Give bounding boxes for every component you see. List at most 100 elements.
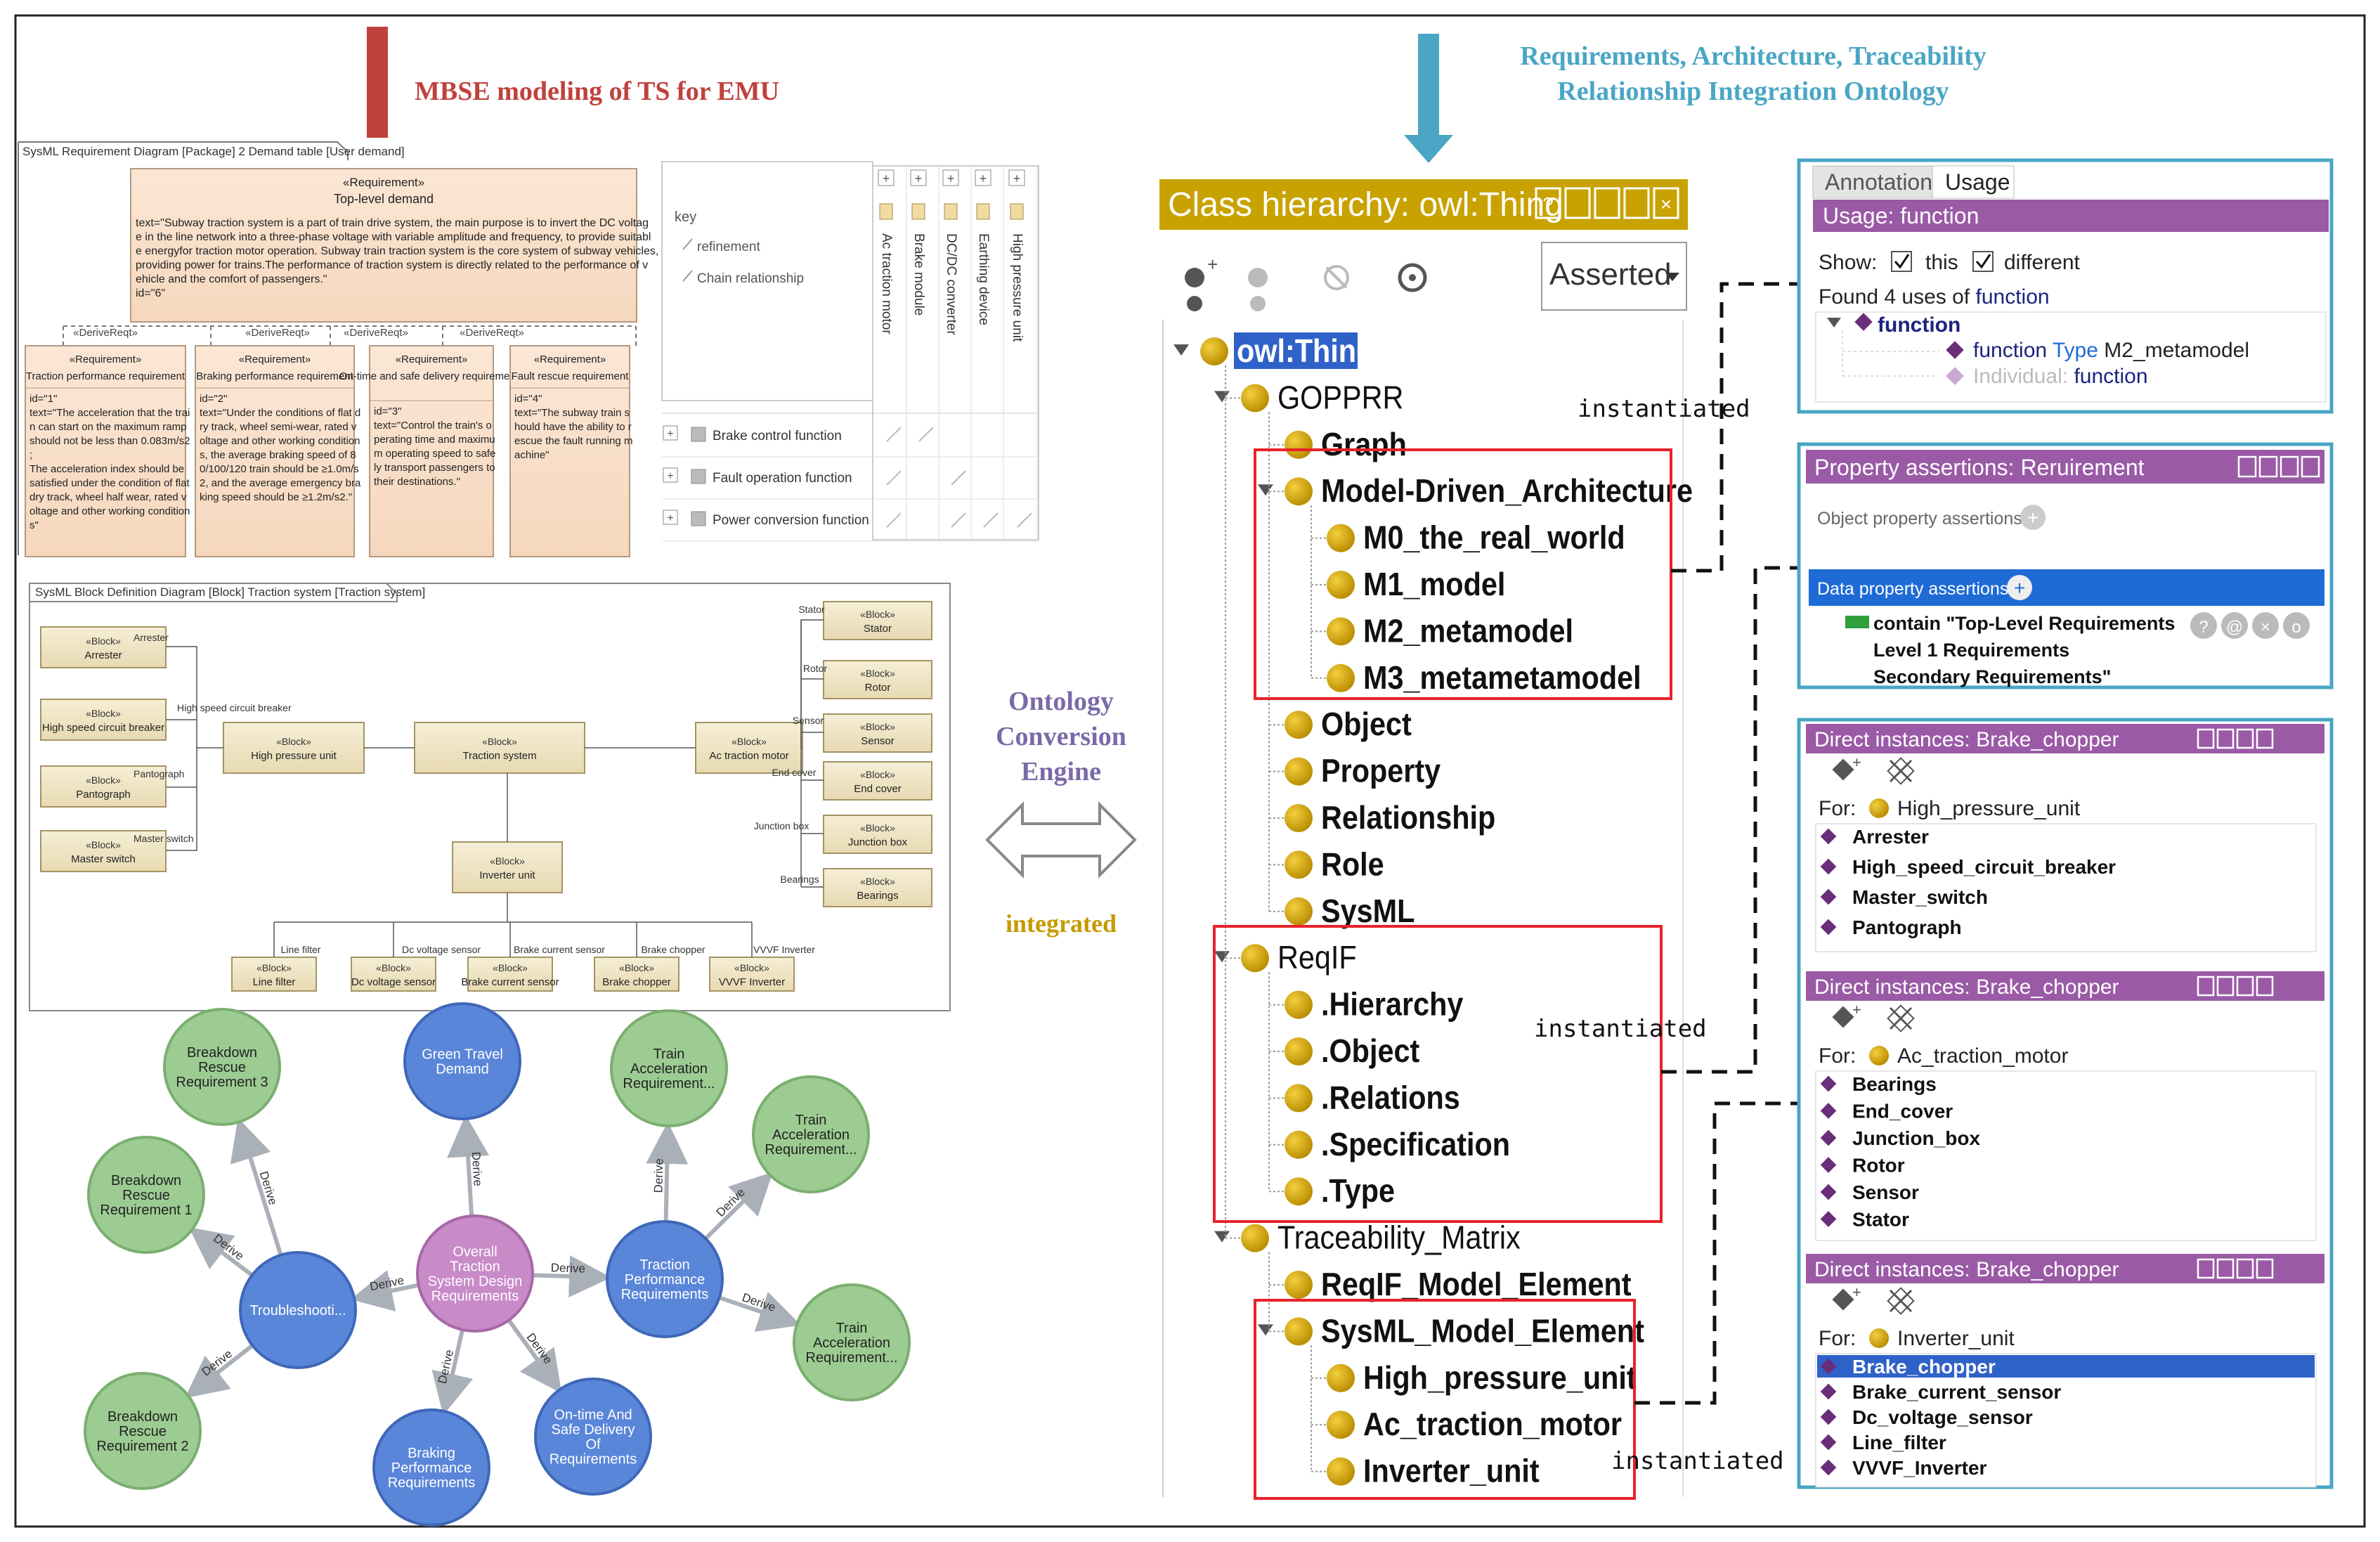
assertion-action-icons[interactable]: ? @ × o [2190,612,2310,639]
bdd-role-label: Stator [798,604,825,615]
derive-edge [230,1117,283,1256]
tree-node[interactable]: Traceability_Matrix [1214,1220,1521,1257]
svg-text:+: + [2027,507,2038,529]
tree-node[interactable]: Relationship [1269,800,1495,836]
graph-node-label: Breakdown [111,1173,181,1188]
instance-item[interactable]: Pantograph [1852,916,1962,938]
svg-text:+: + [980,171,987,186]
top-req-text-line: ehicle and the comfort of passengers." [136,273,327,285]
tree-node[interactable]: owl:Thing [1173,332,1374,370]
expand-arrow-icon[interactable] [1173,344,1189,356]
instance-item[interactable]: Dc_voltage_sensor [1852,1406,2033,1428]
matrix-column: +Earthing device [975,166,1004,540]
panel-window-buttons[interactable]: ? × [1535,187,1679,219]
instance-item[interactable]: High_speed_circuit_breaker [1852,856,2116,878]
tree-node[interactable]: Model-Driven_Architecture [1258,473,1693,510]
instance-item[interactable]: Brake_chopper [1852,1356,1996,1378]
instance-item[interactable]: Sensor [1852,1181,1919,1203]
instance-item[interactable]: Line_filter [1852,1432,1946,1453]
tree-node[interactable]: M1_model [1311,566,1505,603]
matrix-col-label: Ac traction motor [879,233,894,335]
add-data-property-icon[interactable] [2007,575,2032,600]
graph-node-label: Safe Delivery [552,1423,635,1438]
class-circle-icon [1327,1411,1355,1439]
class-circle-icon [1285,1037,1313,1065]
tree-node[interactable]: Property [1269,753,1441,790]
expand-arrow-icon[interactable] [1214,951,1230,963]
add-individual-icon[interactable] [1832,758,1854,781]
tab-annotations[interactable] [1812,165,1933,199]
tree-node[interactable]: SysML [1269,893,1415,930]
tree-node[interactable]: M3_metametamodel [1311,660,1641,697]
add-subclass-icon[interactable]: + [1185,254,1218,311]
data-property-icon [1845,616,1869,628]
block-name: Brake chopper [602,976,671,988]
block: «Block»Dc voltage sensor [351,957,436,992]
graph-node-label: Requirements [550,1452,637,1468]
bdd-role-label: Arrester [134,632,169,643]
matrix-row: +Brake control function [662,425,1039,458]
tree-node-label: Graph [1321,427,1407,463]
tree-node[interactable]: .Hierarchy [1269,987,1464,1023]
instance-item[interactable]: Junction_box [1852,1127,1980,1149]
tree-node[interactable]: Role [1269,846,1384,883]
add-object-property-icon[interactable] [2020,505,2046,530]
tree-node[interactable]: M2_metamodel [1311,613,1573,649]
tree-node[interactable]: ReqIF_Model_Element [1269,1266,1632,1303]
instance-item[interactable]: Rotor [1852,1155,1905,1177]
class-circle-icon [1285,804,1313,832]
matrix-col-label: High pressure unit [1010,233,1025,342]
for-class: Ac_traction_motor [1897,1044,2068,1068]
instance-item[interactable]: Arrester [1852,826,1929,848]
found-text: Found 4 uses of function [1819,285,2050,309]
instance-item[interactable]: Master_switch [1852,886,1988,908]
expand-arrow-icon[interactable] [1258,1324,1273,1336]
tree-node[interactable]: M0_the_real_world [1311,520,1625,557]
panel-window-buttons[interactable] [2237,455,2320,478]
tree-node[interactable]: Object [1269,706,1412,743]
instance-item[interactable]: Bearings [1852,1073,1937,1095]
tree-node[interactable]: Ac_traction_motor [1311,1406,1622,1443]
instance-item[interactable]: Brake_current_sensor [1852,1381,2061,1403]
class-circle-icon [1869,798,1889,818]
block-name: Master switch [71,853,136,865]
tree-node[interactable]: .Specification [1269,1127,1510,1163]
derive-edge-label: Derive [469,1151,485,1186]
block: «Block»Brake current sensor [461,957,559,992]
add-individual-icon[interactable] [1832,1288,1854,1311]
asserted-select[interactable] [1541,242,1687,311]
tab-usage[interactable] [1932,165,2015,199]
expand-arrow-icon[interactable] [1258,484,1273,496]
tree-node[interactable]: .Relations [1269,1080,1460,1116]
instance-item[interactable]: End_cover [1852,1101,1953,1122]
tree-node[interactable]: High_pressure_unit [1311,1360,1637,1397]
add-sibling-icon[interactable] [1248,268,1268,311]
graph-node: Troubleshooti... [239,1251,357,1369]
bdd-role-label: VVVF Inverter [753,944,815,955]
instance-item[interactable]: VVVF_Inverter [1852,1457,1987,1479]
engine-label-1: Ontology [1008,687,1114,716]
block: «Block»High pressure unit [223,722,365,774]
tree-node[interactable]: Graph [1269,427,1407,463]
add-individual-icon[interactable] [1832,1006,1854,1028]
block-stereotype: «Block» [860,609,895,620]
block-stereotype: «Block» [860,822,895,834]
delete-class-icon[interactable] [1324,265,1349,290]
instantiated-label-2: instantiated [1534,1015,1707,1043]
tree-node[interactable]: Inverter_unit [1311,1453,1540,1490]
expand-arrow-icon[interactable] [1214,391,1230,403]
expand-arrow-icon[interactable] [1214,1231,1230,1243]
key-title: key [675,209,696,225]
tree-node[interactable]: SysML_Model_Element [1258,1313,1644,1349]
instance-item[interactable]: Stator [1852,1209,1909,1231]
block-name: Junction box [848,836,908,848]
tree-node[interactable]: ReqIF [1214,940,1357,976]
tree-node[interactable]: .Type [1269,1173,1395,1210]
tree-node[interactable]: GOPPRR [1214,380,1403,416]
this-label: this [1925,251,1958,274]
target-icon[interactable] [1398,263,1427,292]
tree-node[interactable]: .Object [1269,1033,1420,1070]
